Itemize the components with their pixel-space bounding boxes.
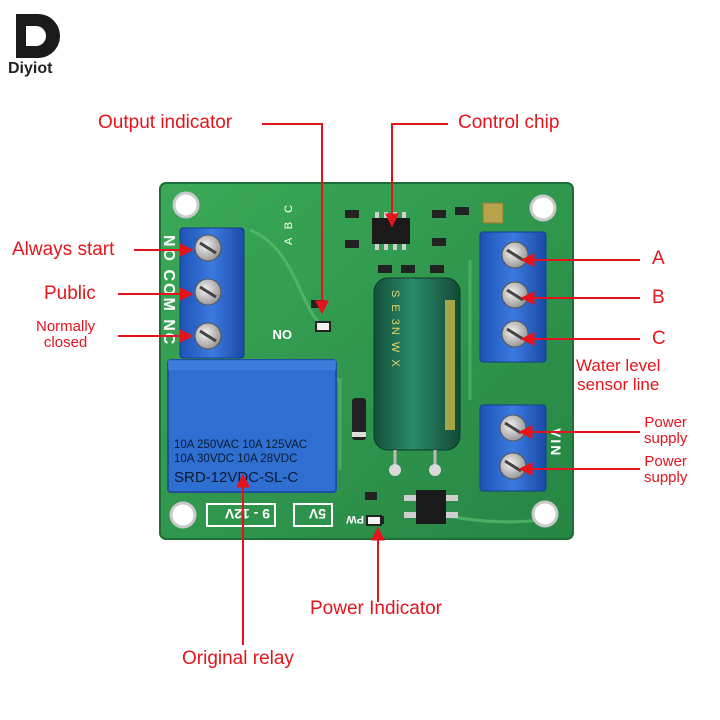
label-normally-closed: Normally closed [36,319,95,351]
brand-name: Diyiot [8,60,53,77]
diode [352,398,366,440]
power-indicator-led [366,515,382,526]
relay [167,359,337,493]
smd-components [345,207,469,524]
label-normally-closed-line2: closed [43,334,88,351]
label-water-level-line2: sensor line [577,375,660,394]
label-power-indicator: Power Indicator [310,598,443,619]
annotation-arrows [118,123,640,645]
silkscreen-pw: PW [346,513,364,525]
label-water-level-line1: Water level [576,356,661,375]
silkscreen-left: NO COM NC [160,235,177,346]
regulator [404,490,458,524]
label-power-supply-1-line1: Power [644,414,687,431]
label-power-supply-2: Power supply [644,454,687,486]
label-always-start: Always start [12,239,115,260]
terminal-block-power [479,404,547,492]
label-control-chip: Control chip [458,112,560,133]
label-public: Public [44,283,96,304]
label-power-supply-1: Power supply [644,415,687,447]
silkscreen-on: ON [273,327,293,342]
label-a: A [652,248,665,269]
label-output-indicator: Output indicator [98,112,233,133]
relay-rating-1: 10A 250VAC 10A 125VAC [174,439,307,451]
voltage-marks [206,503,333,527]
silkscreen-12v: 9 - 12V [224,506,270,522]
label-c: C [652,328,666,349]
label-normally-closed-line1: Normally [36,318,96,335]
brand-logo [16,14,60,58]
silkscreen-abc: A B C [283,202,295,245]
label-power-supply-2-line2: supply [644,469,688,486]
label-power-supply-1-line2: supply [644,430,688,447]
label-original-relay: Original relay [182,648,294,669]
relay-model: SRD-12VDC-SL-C [174,469,298,486]
relay-rating-2: 10A 30VDC 10A 28VDC [174,453,297,465]
terminal-block-output [179,227,245,359]
capacitor [373,277,461,476]
label-water-level-sensor-line: Water level sensor line [576,356,660,394]
label-power-supply-2-line1: Power [644,453,687,470]
capacitor-print: S E 3N W X [389,290,401,369]
silkscreen-5v: 5V [308,506,326,522]
silkscreen-vin: VIN [548,428,564,457]
label-b: B [652,287,665,308]
